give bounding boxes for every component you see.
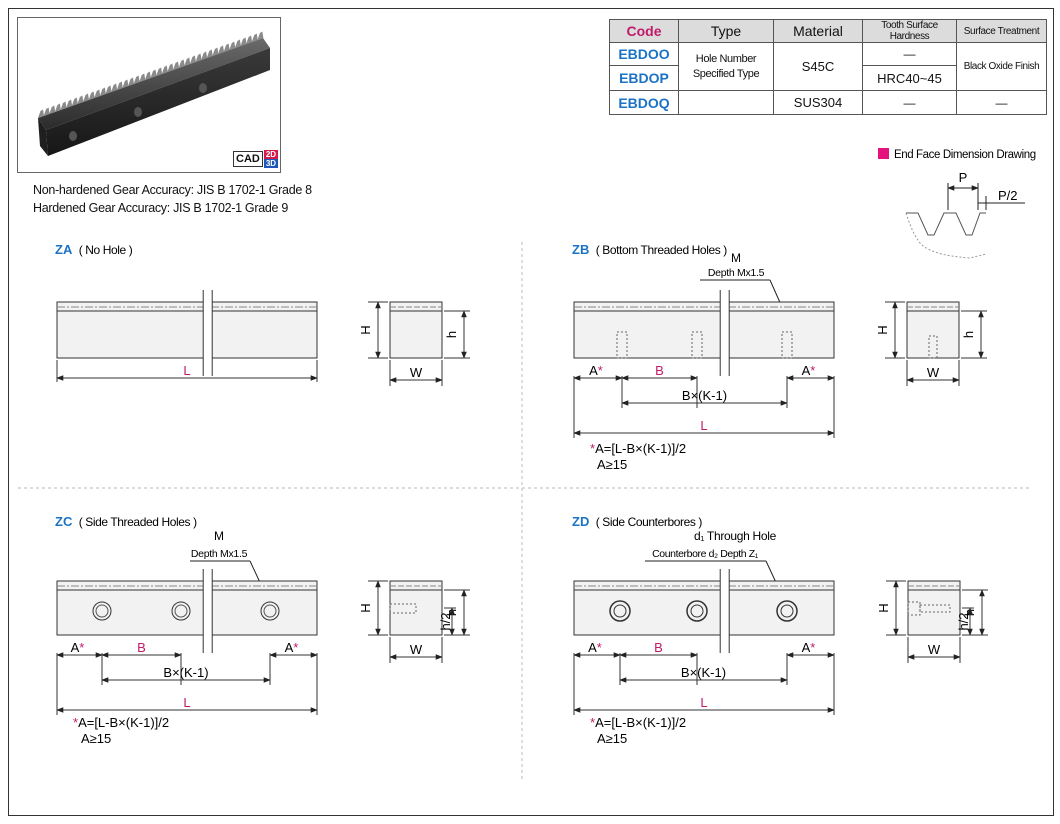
rack-tooth xyxy=(43,107,50,116)
rack-tooth xyxy=(133,75,140,84)
drawing-sheet: CAD 2D 3D Code Type Material Tooth Surfa… xyxy=(8,8,1054,816)
rack-tooth xyxy=(105,85,112,94)
rack-tooth xyxy=(144,71,151,80)
rack-tooth xyxy=(38,109,44,118)
rack-tooth xyxy=(223,43,230,52)
rack-tooth xyxy=(49,105,56,114)
rack-tooth xyxy=(111,83,118,92)
treatment-cell: — xyxy=(956,90,1047,115)
rack-tooth xyxy=(71,97,78,106)
rack-tooth xyxy=(212,47,219,56)
material-cell: S45C xyxy=(773,42,863,91)
rack-tooth xyxy=(257,31,264,40)
cad-badge[interactable]: CAD 2D 3D xyxy=(233,150,279,168)
spec-row-ebdoo: EBDOO Hole Number Specified Type S45C — … xyxy=(609,42,1047,91)
treatment-cell: Black Oxide Finish xyxy=(956,42,1047,91)
rack-tooth xyxy=(99,87,106,96)
rack-tooth xyxy=(240,37,247,46)
header-hardness: Tooth Surface Hardness xyxy=(862,19,957,43)
type-line-2: Specified Type xyxy=(692,67,760,80)
rack-tooth xyxy=(54,103,61,112)
gear-rack-photo xyxy=(38,31,270,156)
accuracy-line-2: Hardened Gear Accuracy: JIS B 1702-1 Gra… xyxy=(33,201,289,215)
rack-tooth xyxy=(60,101,67,110)
header-code: Code xyxy=(609,19,679,43)
rack-tooth xyxy=(178,59,185,68)
rack-tooth xyxy=(251,33,258,42)
header-treatment: Surface Treatment xyxy=(956,19,1047,43)
rack-tooth xyxy=(206,49,213,58)
cad-label: CAD xyxy=(233,151,263,167)
spec-table: Code Type Material Tooth Surface Hardnes… xyxy=(609,19,1047,115)
rack-tooth xyxy=(184,57,191,66)
type-cell-empty xyxy=(678,90,774,115)
hardness-cell: HRC40~45 xyxy=(862,65,957,91)
rack-tooth xyxy=(229,41,236,50)
rack-tooth xyxy=(150,69,157,78)
cad-2d-label: 2D xyxy=(263,150,279,159)
rack-tooth xyxy=(128,77,134,86)
type-cell: Hole Number Specified Type xyxy=(678,42,774,91)
rack-tooth xyxy=(66,99,73,108)
cad-3d-label: 3D xyxy=(263,159,279,168)
spec-row-ebdoq: EBDOQ SUS304 — — xyxy=(609,90,1047,115)
material-cell: SUS304 xyxy=(773,90,863,115)
type-line-1: Hole Number xyxy=(695,52,757,65)
rack-tooth xyxy=(161,65,168,74)
spec-row-ebdop: EBDOP HRC40~45 xyxy=(609,65,1047,91)
rack-tooth xyxy=(83,93,89,102)
rack-tooth xyxy=(173,61,179,70)
rack-tooth xyxy=(139,73,146,82)
rack-tooth xyxy=(167,63,174,72)
rack-tooth xyxy=(234,39,241,48)
product-photo-frame: CAD 2D 3D xyxy=(17,17,281,173)
hardness-cell: — xyxy=(862,90,957,115)
rack-tooth xyxy=(195,53,202,62)
rack-tooth xyxy=(156,67,163,76)
spec-header-row: Code Type Material Tooth Surface Hardnes… xyxy=(609,19,1047,43)
header-material: Material xyxy=(773,19,863,43)
rack-tooth xyxy=(122,79,129,88)
rack-tooth xyxy=(201,51,208,60)
rack-tooth xyxy=(77,95,84,104)
hardness-cell: — xyxy=(862,42,957,66)
rack-tooth xyxy=(246,35,253,44)
code-cell[interactable]: EBDOQ xyxy=(609,90,679,115)
rack-tooth xyxy=(116,81,123,90)
rack-tooth xyxy=(94,89,101,98)
rack-tooth xyxy=(88,91,95,100)
code-cell[interactable]: EBDOP xyxy=(609,65,679,91)
header-type: Type xyxy=(678,19,774,43)
rack-tooth xyxy=(218,45,224,54)
rack-tooth xyxy=(189,55,196,64)
code-cell[interactable]: EBDOO xyxy=(609,42,679,66)
accuracy-line-1: Non-hardened Gear Accuracy: JIS B 1702-1… xyxy=(33,183,312,197)
